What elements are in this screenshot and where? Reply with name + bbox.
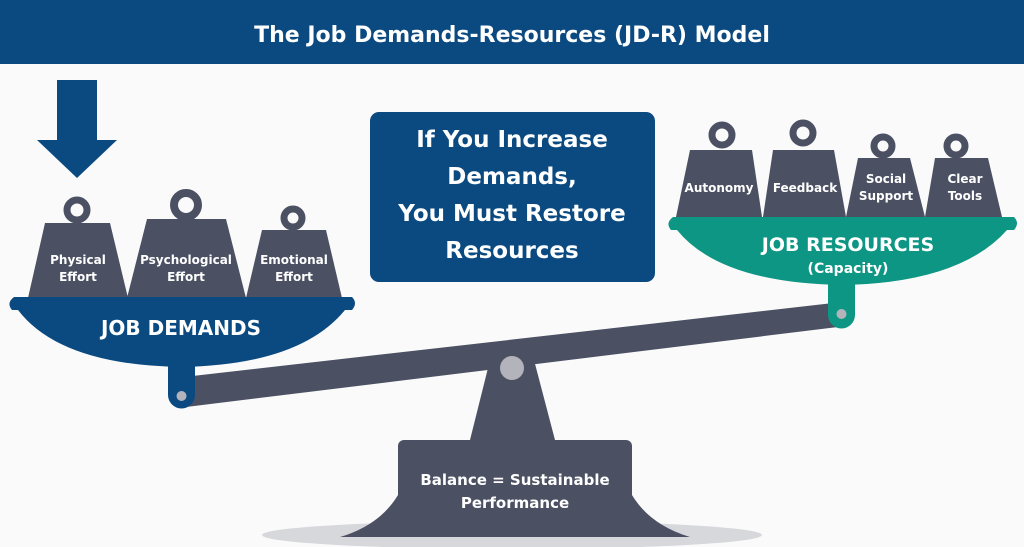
resources-pan: [668, 217, 1017, 285]
fulcrum-line2: Performance: [461, 494, 569, 512]
down-arrow-icon: [37, 80, 117, 178]
svg-text:Feedback: Feedback: [773, 181, 838, 195]
center-line3: You Must Restore: [397, 201, 625, 227]
header-title: The Job Demands-Resources (JD-R) Model: [254, 23, 770, 48]
svg-text:Tools: Tools: [948, 189, 982, 203]
weight-emotional-effort: Emotional Effort: [246, 205, 342, 298]
fulcrum-line1: Balance = Sustainable: [420, 471, 609, 489]
fulcrum-pivot: [500, 356, 524, 380]
weight-social-support: Social Support: [846, 133, 925, 217]
svg-text:Emotional: Emotional: [260, 253, 328, 267]
svg-text:Effort: Effort: [59, 270, 97, 284]
center-line1: If You Increase: [416, 127, 608, 153]
weight-autonomy: Autonomy: [676, 121, 762, 217]
svg-text:Effort: Effort: [167, 270, 205, 284]
svg-text:Clear: Clear: [947, 172, 982, 186]
weight-clear-tools: Clear Tools: [925, 133, 1002, 217]
center-line4: Resources: [445, 238, 578, 264]
svg-text:Physical: Physical: [50, 253, 106, 267]
center-message-box: [370, 112, 655, 282]
demands-hanger: [168, 355, 195, 409]
resources-sublabel: (Capacity): [808, 261, 889, 277]
weight-physical-effort: Physical Effort: [28, 196, 128, 298]
resources-hanger: [828, 282, 855, 329]
center-line2: Demands,: [447, 164, 576, 190]
demands-pan: [9, 297, 356, 367]
resources-label: JOB RESOURCES: [760, 234, 934, 256]
svg-text:Effort: Effort: [275, 270, 313, 284]
demands-label: JOB DEMANDS: [99, 316, 261, 340]
svg-text:Autonomy: Autonomy: [685, 181, 754, 195]
header-band: [0, 0, 1024, 64]
svg-text:Support: Support: [859, 189, 914, 203]
svg-text:Psychological: Psychological: [140, 253, 232, 267]
weight-feedback: Feedback: [763, 119, 846, 217]
fulcrum: [340, 340, 690, 537]
weight-psychological-effort: Psychological Effort: [127, 189, 246, 298]
svg-text:Social: Social: [866, 172, 906, 186]
